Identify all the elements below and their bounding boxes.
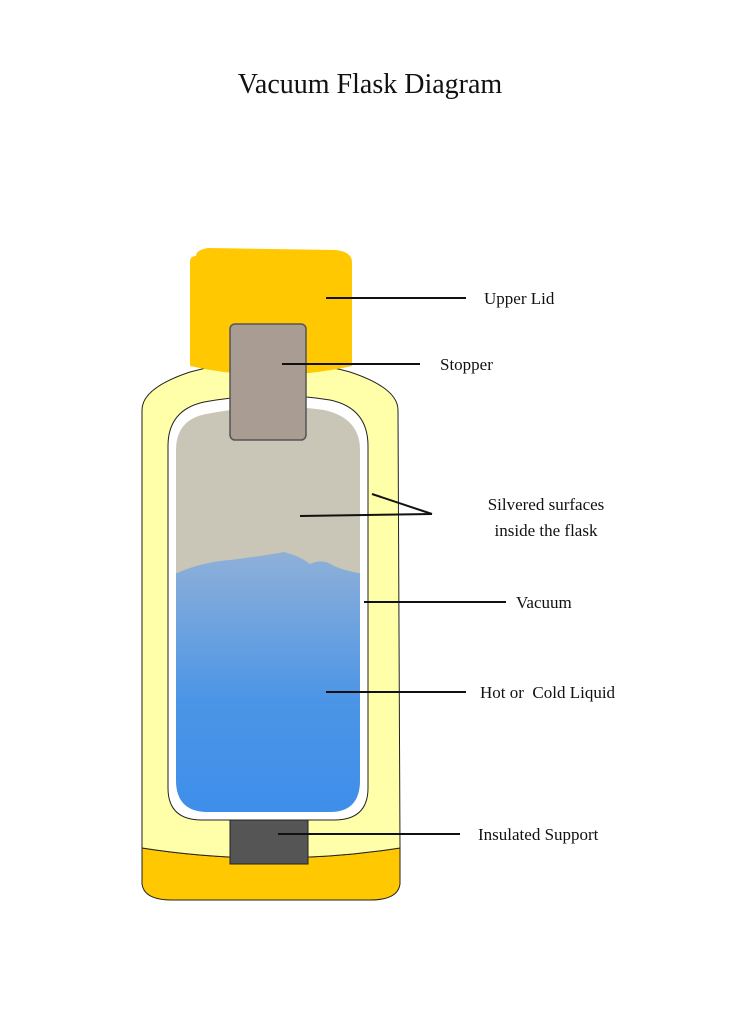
diagram-title: Vacuum Flask Diagram bbox=[238, 69, 503, 100]
label-silvered-line1: Silvered surfaces bbox=[488, 495, 605, 514]
stopper bbox=[229, 323, 307, 441]
insulated-support bbox=[229, 819, 309, 865]
label-silvered-line2: inside the flask bbox=[495, 521, 598, 540]
leader-silvered-inner bbox=[299, 513, 433, 517]
label-vacuum: Vacuum bbox=[516, 593, 572, 612]
label-insulated-support: Insulated Support bbox=[478, 825, 599, 844]
label-liquid: Hot or Cold Liquid bbox=[480, 683, 616, 702]
liquid bbox=[176, 552, 360, 812]
label-upper-lid: Upper Lid bbox=[484, 289, 555, 308]
label-stopper: Stopper bbox=[440, 355, 493, 374]
leader-silvered-outer bbox=[371, 493, 433, 515]
